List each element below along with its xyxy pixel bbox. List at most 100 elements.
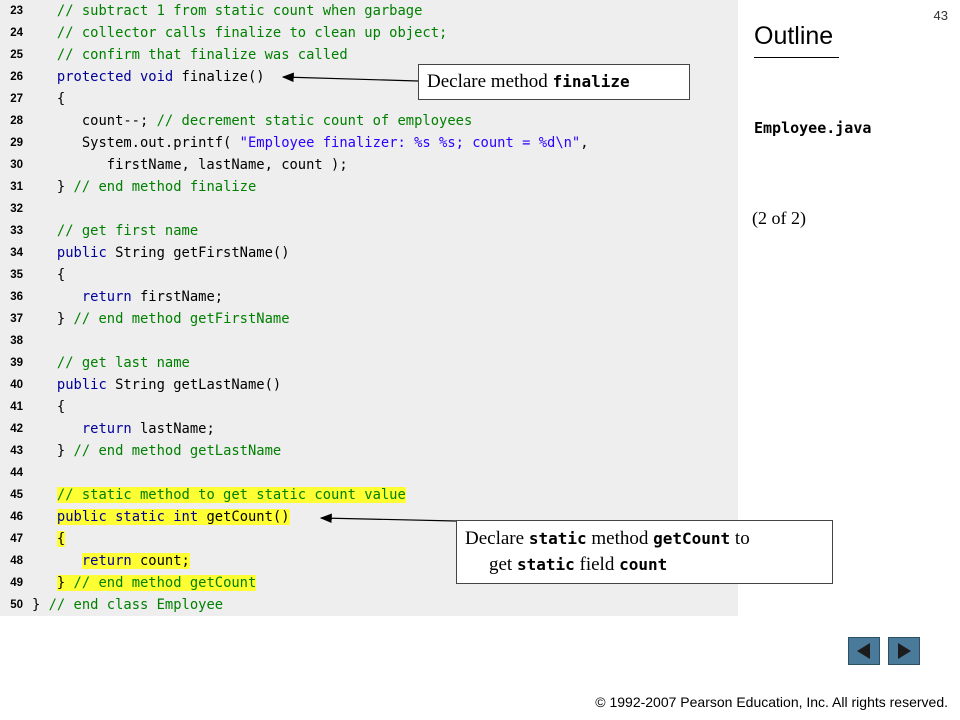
line-number: 23	[10, 5, 23, 17]
code-line: 28 count--; // decrement static count of…	[0, 110, 738, 132]
next-slide-button[interactable]	[888, 637, 920, 665]
code-line: 40 public String getLastName()	[0, 374, 738, 396]
code-line: 31 } // end method finalize	[0, 176, 738, 198]
code-line: 29 System.out.printf( "Employee finalize…	[0, 132, 738, 154]
line-number: 43	[10, 445, 23, 457]
code-line: 39 // get last name	[0, 352, 738, 374]
code-line: 44	[0, 462, 738, 484]
triangle-right-icon	[898, 643, 911, 659]
line-number: 26	[10, 71, 23, 83]
code-text: } // end method finalize	[32, 179, 257, 195]
code-text: {	[56, 531, 66, 547]
code-text: // collector calls finalize to clean up …	[56, 25, 448, 41]
code-text: } // end method getCount	[56, 575, 257, 591]
line-number: 30	[10, 159, 23, 171]
code-line: 30 firstName, lastName, count );	[0, 154, 738, 176]
code-line: 37 } // end method getFirstName	[0, 308, 738, 330]
code-text: } // end method getLastName	[32, 443, 282, 459]
callout-text: get	[489, 554, 517, 575]
line-number: 37	[10, 313, 23, 325]
callout-line-1: Declare static method getCount to	[465, 526, 824, 552]
line-number: 41	[10, 401, 23, 413]
callout-text: to	[730, 528, 750, 549]
line-number: 38	[10, 335, 23, 347]
code-line: 23 // subtract 1 from static count when …	[0, 0, 738, 22]
line-number: 48	[10, 555, 23, 567]
outline-underline	[754, 57, 839, 58]
line-number: 28	[10, 115, 23, 127]
code-line: 25 // confirm that finalize was called	[0, 44, 738, 66]
callout-code: finalize	[552, 72, 630, 91]
code-line: 45 // static method to get static count …	[0, 484, 738, 506]
code-text: } // end method getFirstName	[32, 311, 290, 327]
code-line: 32	[0, 198, 738, 220]
slide-page-number: 43	[933, 8, 948, 23]
line-number: 50	[10, 599, 23, 611]
code-line: 34 public String getFirstName()	[0, 242, 738, 264]
code-text: // static method to get static count val…	[56, 487, 406, 503]
line-number: 32	[10, 203, 23, 215]
code-text: public String getLastName()	[56, 377, 282, 393]
callout-code: getCount	[653, 529, 731, 548]
line-number: 45	[10, 489, 23, 501]
code-line: 47 {	[0, 528, 738, 550]
line-number: 36	[10, 291, 23, 303]
code-line: 35 {	[0, 264, 738, 286]
previous-slide-button[interactable]	[848, 637, 880, 665]
line-number: 34	[10, 247, 23, 259]
code-text: System.out.printf( "Employee finalizer: …	[32, 135, 589, 151]
code-text: public String getFirstName()	[56, 245, 290, 261]
line-number: 42	[10, 423, 23, 435]
callout-code: count	[619, 555, 668, 574]
code-line: 50 } // end class Employee	[0, 594, 738, 616]
callout-code: static	[528, 529, 587, 548]
code-text: protected void finalize()	[56, 69, 265, 85]
callout-text: Declare	[465, 528, 529, 549]
code-text: return lastName;	[81, 421, 215, 437]
line-number: 35	[10, 269, 23, 281]
callout-declare-finalize: Declare method finalize	[418, 64, 690, 100]
code-text: return firstName;	[81, 289, 224, 305]
line-number: 33	[10, 225, 23, 237]
line-number: 29	[10, 137, 23, 149]
code-text: firstName, lastName, count );	[32, 157, 348, 173]
code-text: // subtract 1 from static count when gar…	[56, 3, 423, 19]
triangle-left-icon	[857, 643, 870, 659]
code-line: 24 // collector calls finalize to clean …	[0, 22, 738, 44]
code-listing-panel: 23 // subtract 1 from static count when …	[0, 0, 738, 616]
code-text: count--; // decrement static count of em…	[32, 113, 473, 129]
callout-text: field	[574, 554, 620, 575]
copyright-notice: © 1992-2007 Pearson Education, Inc. All …	[595, 694, 948, 710]
callout-line-2: get static field count	[465, 552, 824, 578]
code-line: 41 {	[0, 396, 738, 418]
callout-text: method	[586, 528, 654, 549]
code-line: 36 return firstName;	[0, 286, 738, 308]
line-number: 49	[10, 577, 23, 589]
code-text: return count;	[81, 553, 190, 569]
outline-title[interactable]: Outline	[754, 22, 834, 50]
line-number: 31	[10, 181, 23, 193]
code-text: // get first name	[56, 223, 199, 239]
code-line: 48 return count;	[0, 550, 738, 572]
code-line: 27 {	[0, 88, 738, 110]
line-number: 25	[10, 49, 23, 61]
code-line: 33 // get first name	[0, 220, 738, 242]
line-number: 24	[10, 27, 23, 39]
code-line: 46 public static int getCount()	[0, 506, 738, 528]
code-line: 42 return lastName;	[0, 418, 738, 440]
page-of-indicator: (2 of 2)	[752, 208, 806, 228]
code-text: {	[32, 267, 66, 283]
code-text: // confirm that finalize was called	[56, 47, 348, 63]
line-number: 39	[10, 357, 23, 369]
code-text: {	[32, 399, 66, 415]
code-text: } // end class Employee	[32, 597, 224, 613]
line-number: 27	[10, 93, 23, 105]
line-number: 44	[10, 467, 23, 479]
line-number: 40	[10, 379, 23, 391]
callout-text: Declare method	[427, 71, 553, 92]
line-number: 47	[10, 533, 23, 545]
code-line: 49 } // end method getCount	[0, 572, 738, 594]
code-text: // get last name	[56, 355, 190, 371]
code-line: 26 protected void finalize()	[0, 66, 738, 88]
code-text: public static int getCount()	[56, 509, 290, 525]
